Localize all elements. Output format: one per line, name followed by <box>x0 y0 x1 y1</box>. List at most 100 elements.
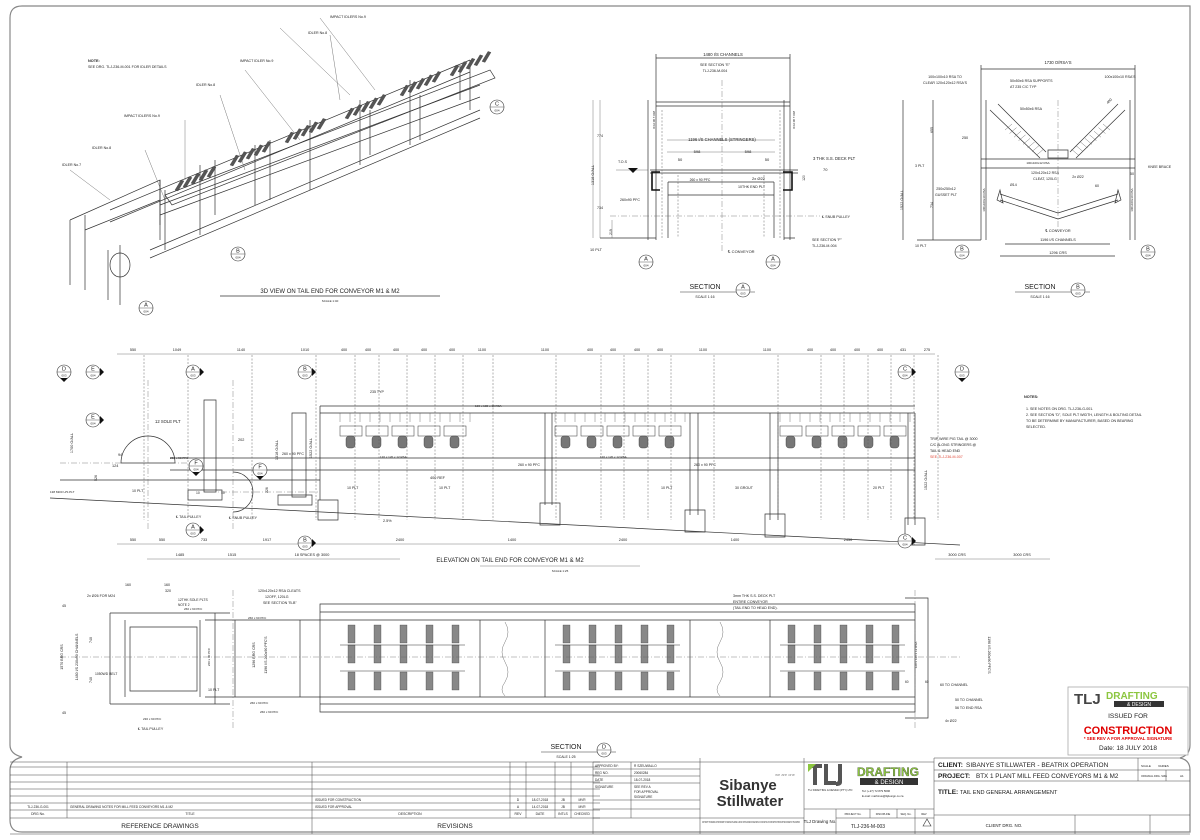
label-sole-plt: 12 SOLE PLT <box>155 419 181 424</box>
idler-roll <box>586 435 597 449</box>
label-d10: 10 <box>221 491 225 495</box>
idler-bracket <box>831 425 855 437</box>
label-us-plt: 138 6300 U/S PLT <box>50 490 75 494</box>
label-end-plt: 10THK END PLT <box>738 185 766 189</box>
idler-roll <box>316 118 327 130</box>
idler-roll <box>865 624 874 644</box>
label-plt: 10 PLT <box>915 244 927 248</box>
label-rsa-beam: 100x100x12 RSA <box>1026 161 1049 165</box>
roll-rib <box>1018 134 1026 141</box>
marker-letter: F <box>258 465 262 471</box>
label-pfc: 260 x 90 PFC <box>250 701 269 705</box>
label-addr: TLJ DRAFTING & DESIGN (PTY) LTD <box>808 788 852 792</box>
label-o1522: 1522 O/ALL <box>309 438 313 458</box>
label-plt: 10 PLT <box>590 248 603 252</box>
note-text: SEE DRG. TLJ-236-M-001 FOR IDLER DETAILS <box>88 65 167 69</box>
label-o1700: 1700 O/ALL <box>70 433 74 453</box>
top-dimension: 400 <box>421 348 427 352</box>
bottom-dimension: 3000 CRS <box>1013 553 1031 557</box>
marker-sheet: 004 <box>494 109 499 113</box>
label-plt10: 10 PLT <box>661 486 673 490</box>
bottom-dimension: 2400 <box>396 538 404 542</box>
marker-letter: D <box>602 745 606 751</box>
idler-bracket <box>606 425 630 437</box>
roll-rib <box>1080 141 1088 149</box>
label-d60: 60 <box>1095 184 1099 188</box>
marker-sheet: 004 <box>90 422 95 426</box>
idler-roll <box>425 671 434 691</box>
idler-roll <box>465 58 476 70</box>
notes-heading: NOTES: <box>1024 395 1038 399</box>
label-plt10: 10 PLT <box>132 489 144 493</box>
label-col-date: DATE <box>536 812 546 816</box>
label-d60: 60 <box>925 680 929 684</box>
label-d124: 124 <box>112 464 118 468</box>
idler-roll <box>562 644 571 664</box>
label-stringers: 1196 I/S CHANNELS (STRINGERS) <box>688 137 756 142</box>
label-rsa-clear: CLEAR 120x120x12 RSA'S <box>923 81 968 85</box>
marker-letter: C <box>903 367 907 373</box>
idler-roll <box>284 131 295 144</box>
idler-roll <box>347 624 356 644</box>
marker-letter: A <box>144 303 148 309</box>
label-d50: 50 <box>1130 172 1134 176</box>
idler-roll <box>839 671 848 691</box>
label-tail: ℄ TAIL PULLEY <box>175 515 202 519</box>
idler-roll <box>664 435 675 449</box>
top-dimension: 400 <box>807 348 813 352</box>
idler-bracket <box>779 425 803 437</box>
label-d10: 10 <box>196 491 200 495</box>
label-rsa: 120 x 120 x 12 RSA <box>914 642 918 669</box>
bottom-dimension: 2450 <box>844 538 852 542</box>
label-overall: 1522 O/ALL <box>900 190 904 210</box>
idler-roll <box>415 78 426 90</box>
revision-date: 14-07-2018 <box>532 805 549 809</box>
callout-label: IMPACT IDLERS No.9 <box>330 15 366 19</box>
view-scale: SCALE 1:25 <box>552 569 569 573</box>
marker-letter: A <box>644 257 648 263</box>
label-d734: 734 <box>597 206 603 210</box>
idler-roll <box>614 624 623 644</box>
idler-roll <box>588 644 597 664</box>
label-trip1: TRIP WIRE PIG TAIL @ 3000 <box>930 437 977 441</box>
marker-letter: B <box>1146 247 1150 253</box>
label-d598: 598 <box>745 149 752 154</box>
label-d320: 320 <box>165 589 171 593</box>
roll-rib <box>1027 141 1035 149</box>
revision-rev: D <box>517 798 520 802</box>
idler-roll <box>787 624 796 644</box>
label-col-checked: CHECKED <box>574 812 590 816</box>
revision-date: 18-07-2018 <box>532 798 549 802</box>
label-pfc-small: 230 x 90 PFC <box>143 717 162 721</box>
label-holes: 2x Ø22 <box>1072 175 1084 179</box>
marker-sheet: 003 <box>1075 292 1080 296</box>
marker-sheet: 004 <box>143 310 148 314</box>
idler-roll <box>891 624 900 644</box>
idler-bracket <box>365 425 389 437</box>
idler-roll <box>373 644 382 664</box>
idler-roll <box>457 61 468 73</box>
